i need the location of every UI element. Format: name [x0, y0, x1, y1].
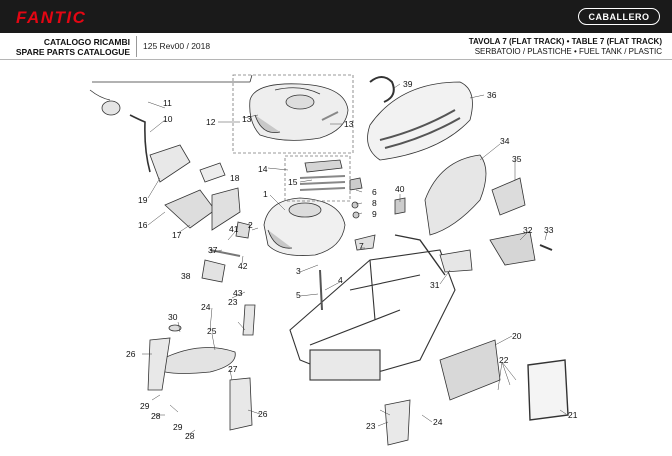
- callout-9: 9: [372, 209, 377, 219]
- callout-2: 2: [248, 220, 253, 230]
- table-description: SERBATOIO / PLASTICHE • FUEL TANK / PLAS…: [474, 47, 662, 56]
- callout-26-right: 26: [258, 409, 268, 419]
- table-number: TAVOLA 7 (FLAT TRACK) • TABLE 7 (FLAT TR…: [468, 37, 662, 46]
- callout-43: 43: [233, 288, 243, 298]
- callout-13-left: 13: [242, 114, 252, 124]
- callout-41: 41: [229, 224, 239, 234]
- left-side-panels: [149, 144, 241, 231]
- callout-24-bottom: 24: [433, 417, 443, 427]
- callout-1: 1: [263, 189, 268, 199]
- callout-24-top: 24: [201, 302, 211, 312]
- callout-29-right: 29: [173, 422, 183, 432]
- callout-32: 32: [523, 225, 533, 235]
- catalog-title-en: SPARE PARTS CATALOGUE: [15, 47, 130, 57]
- callout-27: 27: [228, 364, 238, 374]
- callout-39: 39: [403, 79, 413, 89]
- callout-33: 33: [544, 225, 554, 235]
- callout-6: 6: [372, 187, 377, 197]
- callout-3: 3: [296, 266, 301, 276]
- callout-7: 7: [359, 241, 364, 251]
- rear-tail-cowl: [424, 154, 526, 236]
- callout-29-left: 29: [140, 401, 150, 411]
- callout-42: 42: [238, 261, 248, 271]
- callout-labels: 11 10 12 13 13 14 15 1 6 8 9 40 7 2 3 4 …: [126, 79, 578, 441]
- callout-22: 22: [499, 355, 509, 365]
- motorcycle-frame: [289, 234, 456, 381]
- callout-13-right: 13: [344, 119, 354, 129]
- callout-5: 5: [296, 290, 301, 300]
- callout-26-left: 26: [126, 349, 136, 359]
- seat: [367, 81, 473, 161]
- exploded-parts-diagram: 11 10 12 13 13 14 15 1 6 8 9 40 7 2 3 4 …: [0, 60, 672, 456]
- catalog-title-it: CATALOGO RICAMBI: [43, 37, 130, 47]
- front-number-plate: [439, 339, 569, 421]
- callout-40: 40: [395, 184, 405, 194]
- callout-28-right: 28: [185, 431, 195, 441]
- callout-4: 4: [338, 275, 343, 285]
- fantic-logo: FANTIC: [16, 8, 86, 27]
- seat-strap-ring: [369, 76, 395, 103]
- callout-30: 30: [168, 312, 178, 322]
- callout-37: 37: [208, 245, 218, 255]
- fuel-tank: [263, 197, 346, 256]
- callout-11: 11: [163, 98, 172, 108]
- callout-20: 20: [512, 331, 522, 341]
- callout-19: 19: [138, 195, 148, 205]
- callout-23-bottom: 23: [366, 421, 376, 431]
- callout-17: 17: [172, 230, 182, 240]
- catalog-title: CATALOGO RICAMBI SPARE PARTS CATALOGUE: [8, 37, 130, 57]
- callout-34: 34: [500, 136, 510, 146]
- model-revision: 125 Rev00 / 2018: [143, 41, 211, 51]
- callout-18: 18: [230, 173, 240, 183]
- tank-cover-group: [232, 74, 354, 154]
- callout-21: 21: [568, 410, 578, 420]
- header-divider: [136, 36, 137, 57]
- catalog-header-bar: FANTIC CABALLERO: [0, 0, 672, 33]
- rubber-strap-group: [284, 155, 351, 202]
- caballero-badge: CABALLERO: [578, 8, 660, 25]
- catalog-subheader: CATALOGO RICAMBI SPARE PARTS CATALOGUE 1…: [0, 33, 672, 60]
- callout-23-top: 23: [228, 297, 238, 307]
- callout-leaders: [142, 83, 567, 436]
- small-hardware: [201, 177, 411, 446]
- table-title: TAVOLA 7 (FLAT TRACK) • TABLE 7 (FLAT TR…: [469, 37, 662, 57]
- callout-38: 38: [181, 271, 191, 281]
- filler-cap-breather: [89, 74, 253, 173]
- rear-brackets: [439, 231, 553, 273]
- callout-31: 31: [430, 280, 440, 290]
- callout-15: 15: [288, 177, 298, 187]
- callout-16: 16: [138, 220, 148, 230]
- callout-8: 8: [372, 198, 377, 208]
- callout-10: 10: [163, 114, 173, 124]
- callout-25: 25: [207, 326, 217, 336]
- callout-14: 14: [258, 164, 268, 174]
- callout-35: 35: [512, 154, 522, 164]
- diagram-canvas: 11 10 12 13 13 14 15 1 6 8 9 40 7 2 3 4 …: [89, 74, 578, 446]
- callout-12: 12: [206, 117, 216, 127]
- rear-mudguard: [147, 324, 253, 431]
- callout-36: 36: [487, 90, 497, 100]
- callout-28-left: 28: [151, 411, 161, 421]
- svg-text:FANTIC: FANTIC: [16, 8, 86, 27]
